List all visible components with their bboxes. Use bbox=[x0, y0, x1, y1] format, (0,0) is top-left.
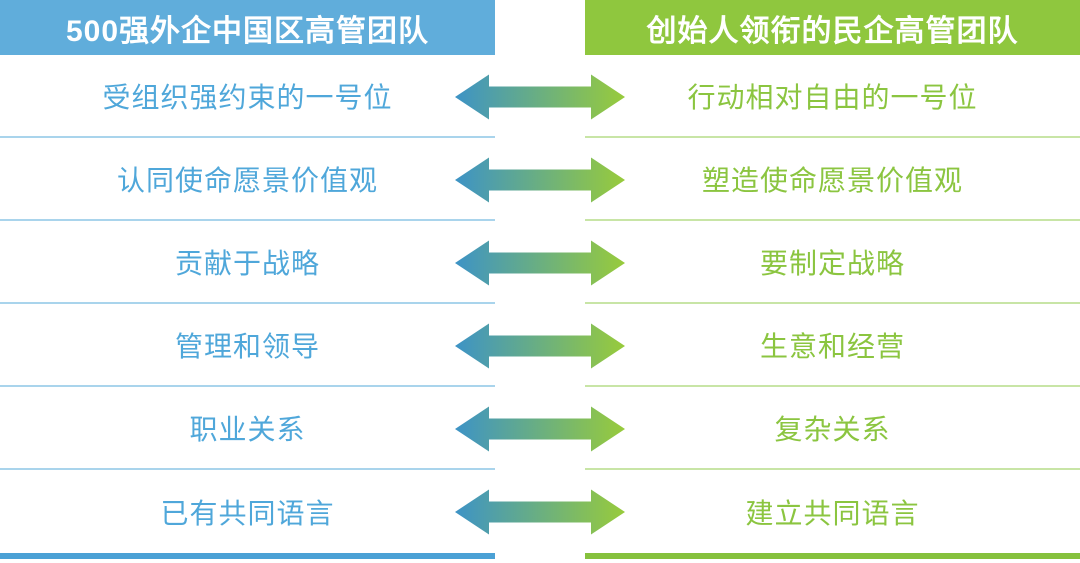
left-item: 职业关系 bbox=[0, 387, 495, 470]
comparison-row: 管理和领导 生意和经营 bbox=[0, 304, 1080, 387]
comparison-row: 受组织强约束的一号位 行动相对自由的一号位 bbox=[0, 55, 1080, 138]
header-row: 500强外企中国区高管团队 创始人领衔的民企高管团队 bbox=[0, 0, 1080, 55]
left-column-header: 500强外企中国区高管团队 bbox=[0, 0, 495, 55]
comparison-row: 已有共同语言 建立共同语言 bbox=[0, 470, 1080, 553]
left-item: 贡献于战略 bbox=[0, 221, 495, 304]
right-item: 要制定战略 bbox=[585, 221, 1080, 304]
left-item: 管理和领导 bbox=[0, 304, 495, 387]
header-gap bbox=[495, 0, 585, 55]
left-item: 已有共同语言 bbox=[160, 497, 335, 529]
bottom-border-row bbox=[0, 553, 1080, 559]
right-item: 塑造使命愿景价值观 bbox=[585, 138, 1080, 221]
comparison-row: 职业关系 复杂关系 bbox=[0, 387, 1080, 470]
right-column-header: 创始人领衔的民企高管团队 bbox=[585, 0, 1080, 55]
right-item: 建立共同语言 bbox=[745, 497, 920, 529]
right-item: 行动相对自由的一号位 bbox=[585, 55, 1080, 138]
left-item: 认同使命愿景价值观 bbox=[0, 138, 495, 221]
comparison-row: 贡献于战略 要制定战略 bbox=[0, 221, 1080, 304]
left-bottom-bar bbox=[0, 553, 495, 559]
comparison-row: 认同使命愿景价值观 塑造使命愿景价值观 bbox=[0, 138, 1080, 221]
right-item: 复杂关系 bbox=[585, 387, 1080, 470]
left-item: 受组织强约束的一号位 bbox=[0, 55, 495, 138]
right-item: 生意和经营 bbox=[585, 304, 1080, 387]
right-bottom-bar bbox=[585, 553, 1080, 559]
